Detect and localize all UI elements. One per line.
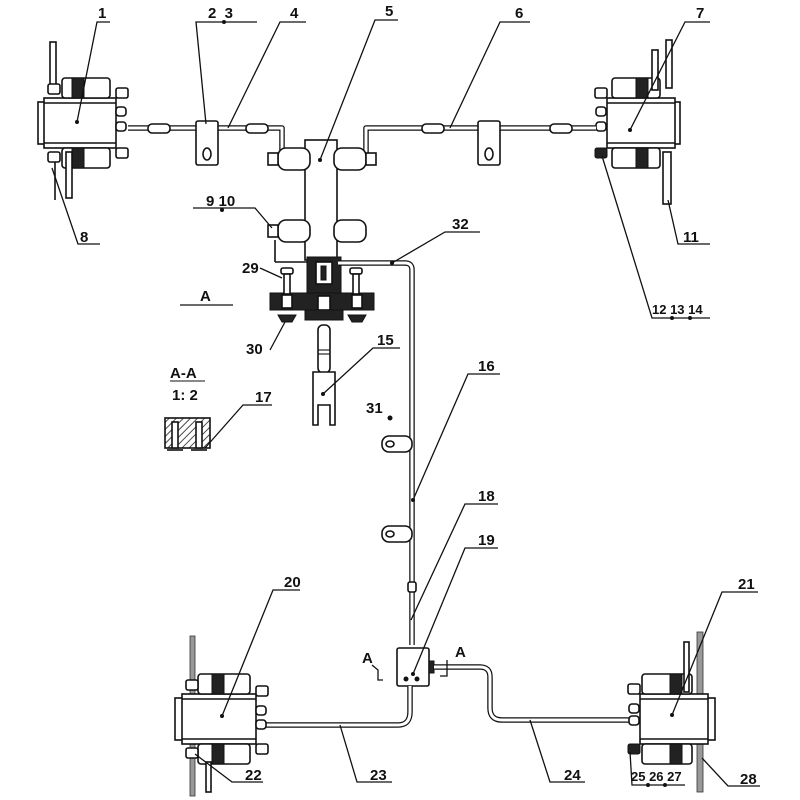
callout-2-3: 2 3 xyxy=(208,5,233,22)
caliper-rear-right xyxy=(627,631,716,793)
caliper-front-right xyxy=(594,39,681,205)
callout-29: 29 xyxy=(242,260,259,277)
callout-24: 24 xyxy=(564,767,581,784)
tee-junction-19 xyxy=(396,647,435,687)
view-a-mark: A xyxy=(200,288,211,305)
pipe-clamp-right xyxy=(477,120,501,166)
callout-28: 28 xyxy=(740,771,757,788)
callout-22: 22 xyxy=(245,767,262,784)
callout-4: 4 xyxy=(290,5,299,22)
pipe-clamp-left xyxy=(195,120,219,166)
callout-20: 20 xyxy=(284,574,301,591)
callout-21: 21 xyxy=(738,576,755,593)
callout-15: 15 xyxy=(377,332,394,349)
callout-6: 6 xyxy=(515,5,523,22)
leader-lines xyxy=(51,19,760,787)
callout-23: 23 xyxy=(370,767,387,784)
rear-brake-main-pipe xyxy=(338,260,417,645)
push-rod-fork-15 xyxy=(312,324,336,426)
section-mark-left: A xyxy=(362,650,373,667)
brake-valve-5 xyxy=(267,139,377,261)
section-mark-right: A xyxy=(455,644,466,661)
callout-25-26-27: 25 26 27 xyxy=(631,769,682,784)
callout-11: 11 xyxy=(683,229,699,246)
callout-31: 31 xyxy=(366,400,383,417)
callout-17: 17 xyxy=(255,389,272,406)
callout-5: 5 xyxy=(385,3,393,20)
caliper-rear-left xyxy=(174,635,269,797)
callout-9-10: 9 10 xyxy=(206,193,235,210)
section-view-a-a xyxy=(164,380,211,451)
callout-12-13-14: 12 13 14 xyxy=(652,302,703,317)
caliper-front-left xyxy=(37,41,129,200)
callout-labels: 1 2 3 4 5 6 7 8 9 10 11 12 13 14 15 16 1… xyxy=(80,3,757,788)
valve-base-assembly xyxy=(269,240,375,323)
callout-7: 7 xyxy=(696,5,704,22)
front-brake-pipes xyxy=(128,120,596,166)
callout-8: 8 xyxy=(80,229,88,246)
callout-19: 19 xyxy=(478,532,495,549)
section-view-title: A-A xyxy=(170,365,197,382)
callout-32: 32 xyxy=(452,216,469,233)
callout-16: 16 xyxy=(478,358,495,375)
callout-1: 1 xyxy=(98,5,106,22)
part-31-marker xyxy=(387,415,393,421)
callout-30: 30 xyxy=(246,341,263,358)
callout-18: 18 xyxy=(478,488,495,505)
rear-brake-pipes xyxy=(262,664,630,728)
section-view-scale: 1: 2 xyxy=(172,387,198,404)
